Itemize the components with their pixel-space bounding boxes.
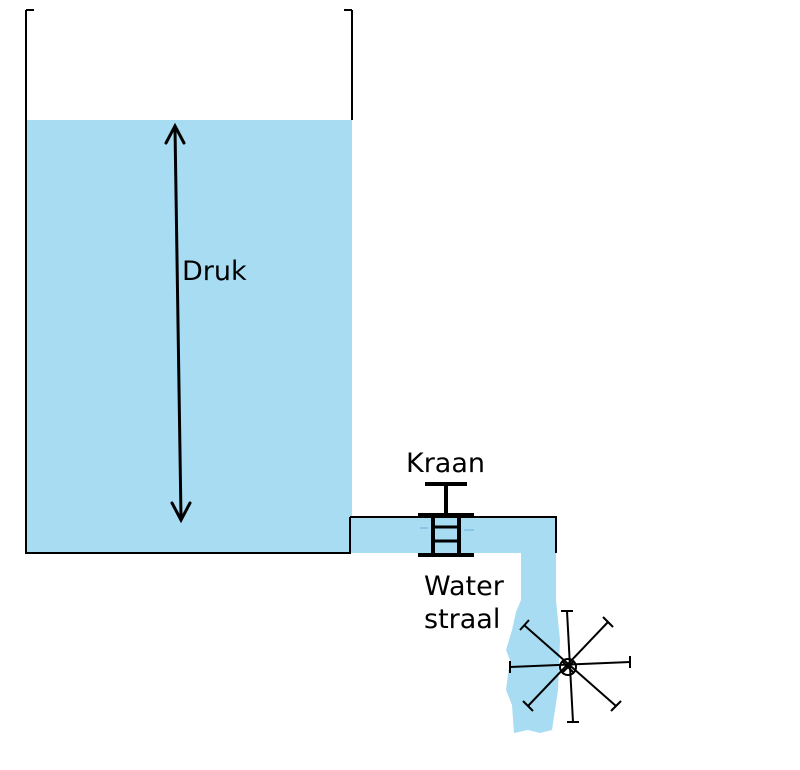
pressure-label: Druk <box>182 256 247 287</box>
tap-icon <box>418 482 474 557</box>
tap-label: Kraan <box>406 448 486 479</box>
pressure-arrow <box>164 122 192 524</box>
pipe-water <box>350 517 556 553</box>
water-jet-label-line1: Water <box>424 571 504 602</box>
water-wheel-icon <box>509 610 631 723</box>
tank-outline <box>25 9 353 554</box>
tank-water <box>26 120 352 553</box>
water-jet-label-line2: straal <box>424 604 501 635</box>
